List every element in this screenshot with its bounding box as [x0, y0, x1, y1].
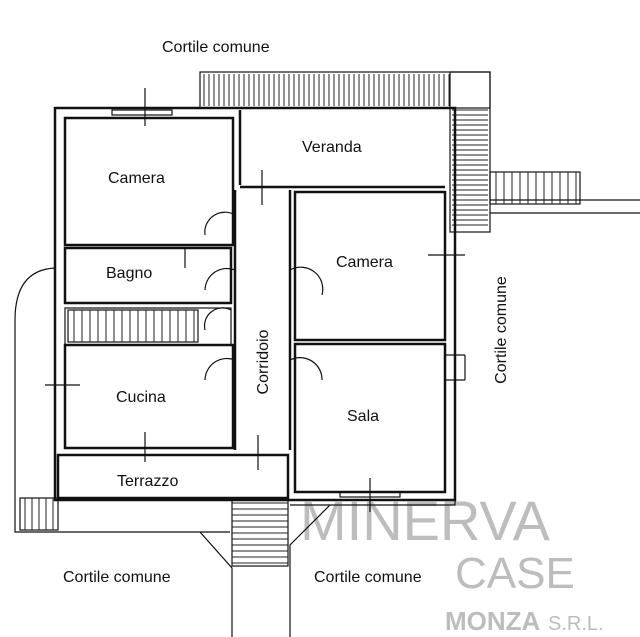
- label-outside-right: Cortile comune: [493, 276, 510, 384]
- label-outside-bottom-right: Cortile comune: [314, 569, 422, 586]
- label-cucina: Cucina: [116, 389, 166, 406]
- label-bagno: Bagno: [106, 265, 152, 282]
- doors: [203, 211, 324, 381]
- label-veranda: Veranda: [302, 139, 362, 156]
- watermark-suffix: S.R.L.: [548, 613, 604, 635]
- watermark-brand: MONZA: [445, 606, 541, 636]
- walls: [53, 106, 466, 502]
- label-corridoio: Corridoio: [255, 329, 272, 394]
- label-outside-bottom-left: Cortile comune: [63, 569, 171, 586]
- boundaries: [14, 199, 640, 637]
- watermark-line2: CASE: [455, 549, 575, 598]
- windows: [45, 88, 465, 512]
- roof-hatch: [199, 71, 491, 233]
- label-outside-top: Cortile comune: [162, 39, 270, 56]
- watermark-line1: MINERVA: [300, 489, 551, 552]
- label-sala: Sala: [347, 408, 379, 425]
- watermark: MINERVA CASE MONZA S.R.L.: [300, 489, 604, 636]
- stairs: [19, 171, 581, 567]
- label-camera-1: Camera: [108, 170, 165, 187]
- label-terrazzo: Terrazzo: [117, 473, 178, 490]
- label-camera-2: Camera: [336, 254, 393, 271]
